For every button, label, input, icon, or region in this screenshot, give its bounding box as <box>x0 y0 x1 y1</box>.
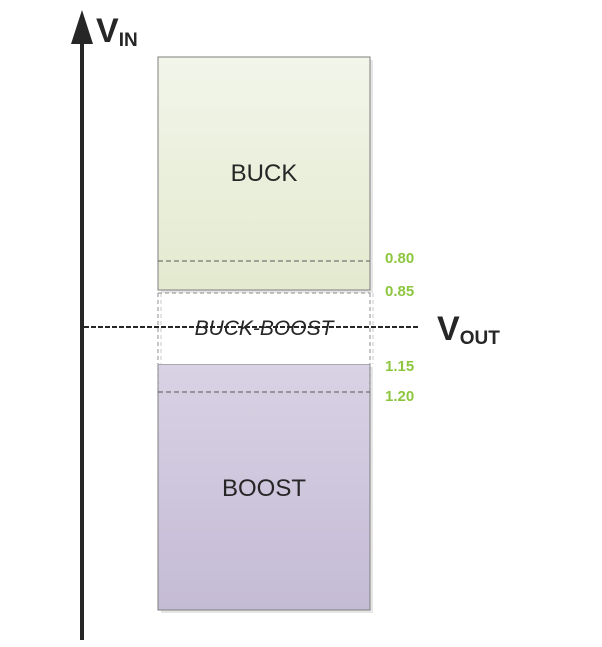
vin-axis <box>71 10 93 640</box>
boost-region: BOOST <box>157 363 373 613</box>
threshold-label-1-20: 1.20 <box>385 388 414 405</box>
vout-axis-label: VOUT <box>437 310 500 349</box>
vin-axis-arrowhead <box>71 10 93 44</box>
vin-axis-label: VIN <box>96 12 138 51</box>
buck-region-label: BUCK <box>231 160 298 187</box>
threshold-label-1-15: 1.15 <box>385 358 414 375</box>
buck-boost-region-fill <box>158 293 370 364</box>
buck-region: BUCK <box>157 56 373 293</box>
buck-boost-region: BUCK-BOOST <box>157 292 374 390</box>
boost-region-box <box>157 363 371 611</box>
buck-boost-region-label: BUCK-BOOST <box>195 317 336 340</box>
threshold-label-0-85: 0.85 <box>385 283 414 300</box>
boost-region-label: BOOST <box>222 475 306 502</box>
buck-region-box <box>157 56 371 291</box>
threshold-label-0-80: 0.80 <box>385 250 414 267</box>
